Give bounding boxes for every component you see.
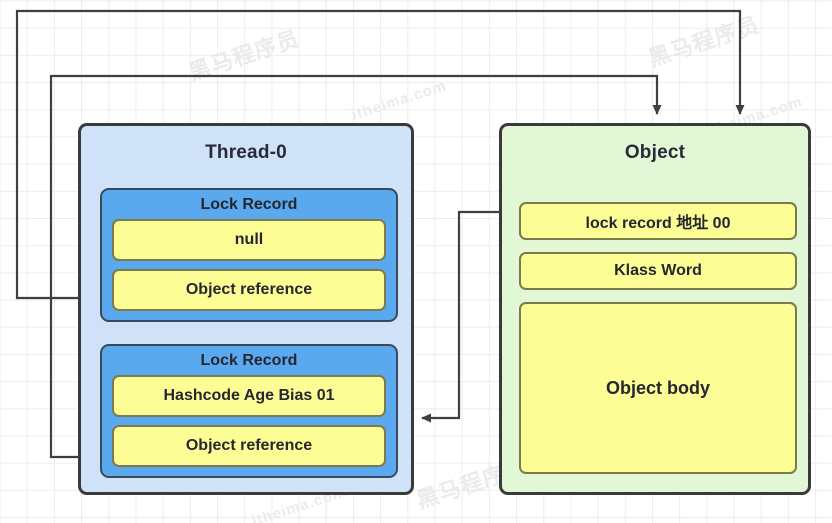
connector-object-reference-1 <box>15 9 745 300</box>
object-row-object-body[interactable]: Object body <box>519 302 797 474</box>
lock-record-1-title: Lock Record <box>200 196 298 213</box>
thread-panel-title: Thread-0 <box>205 142 287 163</box>
lock-record-2-cell-object-reference[interactable]: Object reference <box>112 425 386 467</box>
lock-record-1-cell-mark-word[interactable]: null <box>112 219 386 261</box>
lock-record-1-cell-object-reference[interactable]: Object reference <box>112 269 386 311</box>
connector-object-reference-2 <box>49 74 662 459</box>
lock-record-1[interactable]: Lock Record null Object reference <box>100 188 398 322</box>
object-row-klass-word[interactable]: Klass Word <box>519 252 797 290</box>
connector-lock-record-word <box>421 210 516 423</box>
thread-panel[interactable]: Thread-0 Lock Record null Object referen… <box>78 123 414 495</box>
lock-record-2-title: Lock Record <box>200 352 298 369</box>
lock-record-2-cell-mark-word[interactable]: Hashcode Age Bias 01 <box>112 375 386 417</box>
object-panel-title: Object <box>624 142 686 163</box>
object-panel[interactable]: Object lock record 地址 00 Klass Word Obje… <box>499 123 811 495</box>
lock-record-2[interactable]: Lock Record Hashcode Age Bias 01 Object … <box>100 344 398 478</box>
object-row-mark-word[interactable]: lock record 地址 00 <box>519 202 797 240</box>
